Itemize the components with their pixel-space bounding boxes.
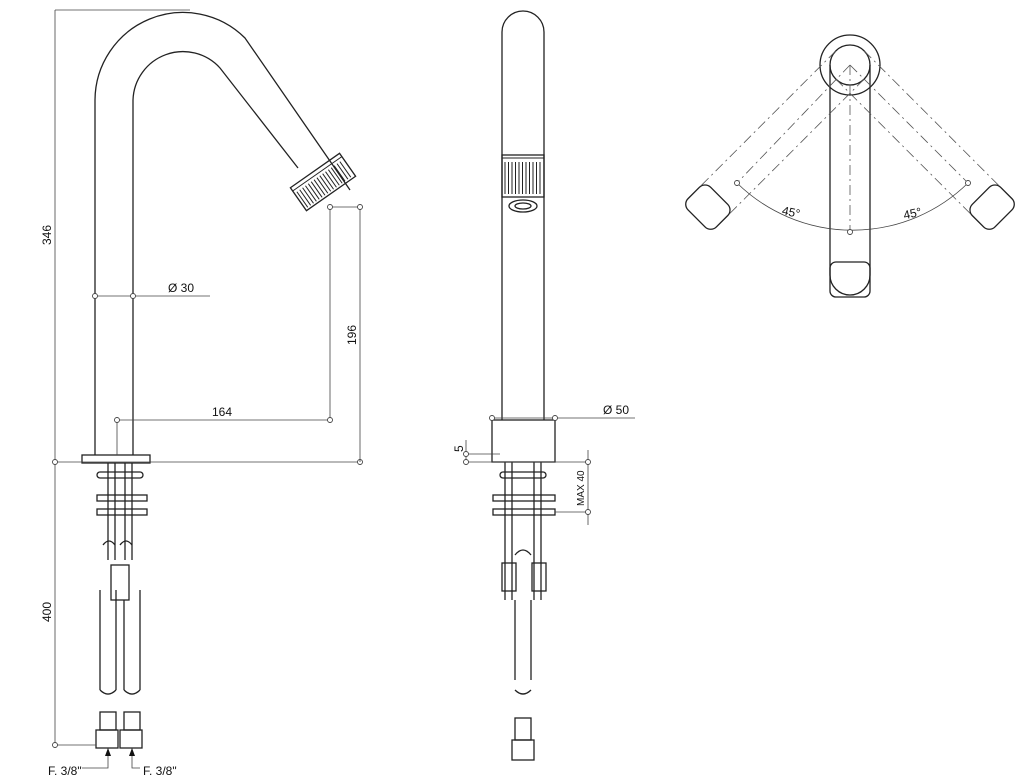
dim-pipe-diameter: Ø 30 <box>168 281 194 295</box>
spout-inner <box>132 50 299 455</box>
knurl-rib <box>325 171 337 188</box>
aerator-outlet <box>508 199 538 213</box>
spout-center-position <box>829 65 871 296</box>
knurl-rib <box>322 173 334 190</box>
knurl-rib <box>296 191 309 208</box>
front-dimensions <box>52 9 363 769</box>
dim-400: 400 <box>40 602 54 622</box>
dim-base-thickness: 5 <box>452 445 466 452</box>
knurl-rib <box>316 177 329 194</box>
dim-base-diameter: Ø 50 <box>603 403 629 417</box>
side-base <box>491 419 556 463</box>
nozzle-aerator <box>289 152 357 212</box>
knurl-rib <box>305 185 317 202</box>
angle-arc <box>736 182 969 231</box>
dim-196: 196 <box>345 325 359 345</box>
knurl-rib <box>319 175 332 192</box>
knurl-rib <box>327 169 340 186</box>
knurl-rib <box>313 179 326 196</box>
knurl-rib <box>333 165 346 182</box>
knurl-rib <box>307 183 320 200</box>
mounting-hardware <box>95 463 148 749</box>
front-view: 346 Ø 30 196 164 400 F. 3/8" F. 3/8" <box>40 9 363 778</box>
angle-label-right: 45° <box>902 205 923 223</box>
knurl-rib <box>299 189 312 206</box>
knurl-rib <box>310 181 323 198</box>
connection-label-left: F. 3/8" <box>48 764 82 778</box>
knurl-rib <box>336 163 349 180</box>
side-view: Ø 50 5 MAX 40 <box>452 10 635 761</box>
side-dimensions <box>463 415 635 525</box>
knurl-rib <box>339 161 352 178</box>
top-view: 45° 45° <box>685 34 1015 298</box>
dim-164: 164 <box>212 405 232 419</box>
knurl-rib <box>330 167 343 184</box>
knurl-rib <box>302 187 314 204</box>
side-spout-body <box>501 10 545 420</box>
dim-346: 346 <box>40 225 54 245</box>
connection-label-right: F. 3/8" <box>143 764 177 778</box>
spout-right-position <box>835 50 1015 230</box>
angle-label-left: 45° <box>781 203 802 221</box>
dim-max-40: MAX 40 <box>576 470 587 506</box>
spout-outer <box>94 11 351 455</box>
base-plate <box>81 454 151 464</box>
spout-left-position <box>685 50 865 230</box>
